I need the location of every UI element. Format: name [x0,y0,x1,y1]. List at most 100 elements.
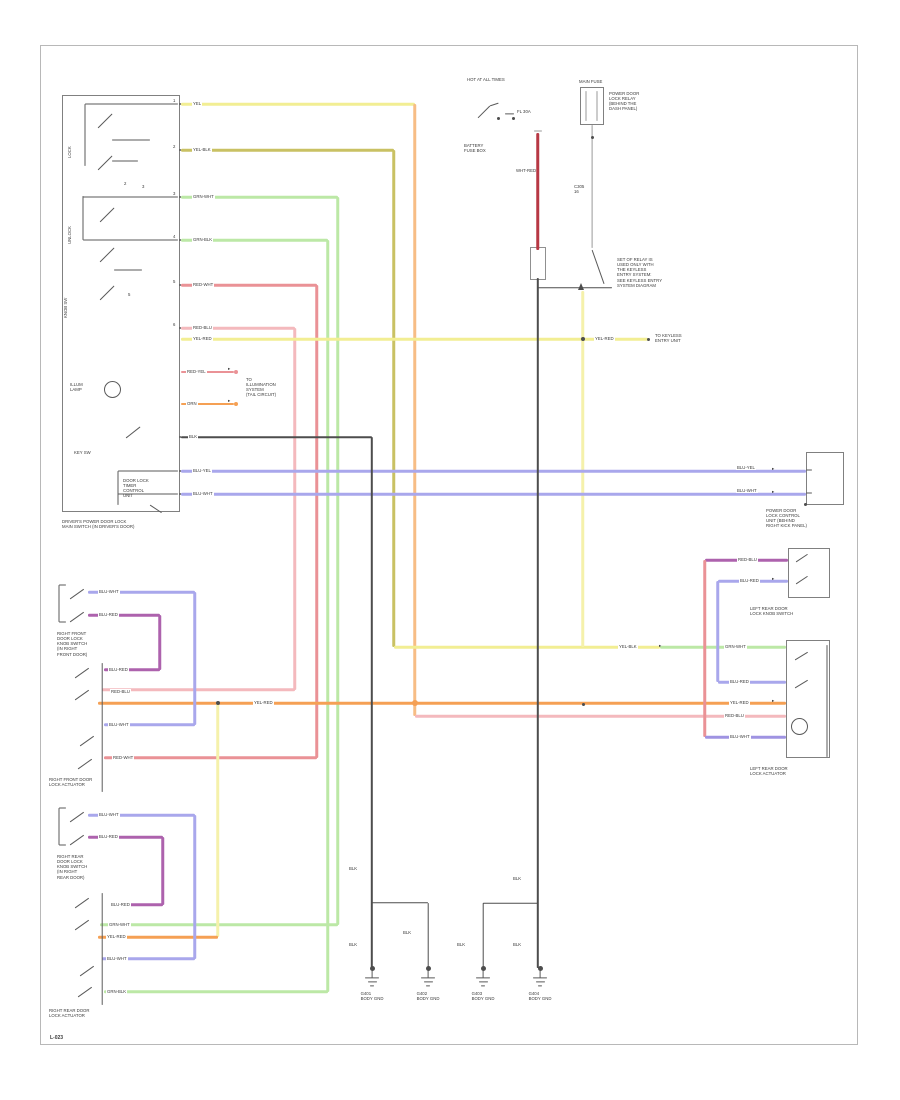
diagram-label: BLU-YEL [736,465,756,471]
diagram-label: BLK [512,876,523,882]
junction-dot [234,370,238,374]
diagram-label: BLK [456,942,467,948]
wire [415,714,786,718]
junction-arrow-icon [578,283,584,290]
diagram-label: BLU-WHT [192,491,214,497]
diagram-label: BLU-YEL [192,468,212,474]
diagram-label: RIGHT FRONT DOOR LOCK ACTUATOR [49,777,93,788]
diagram-label: BATTERY FUSE BOX [464,143,486,154]
diagram-label: YEL-RED [253,700,274,706]
diagram-label: YEL-RED [192,336,213,342]
diagram-label: 3 [142,184,145,189]
diagram-label: 3 [173,191,176,196]
diagram-label: YEL [192,101,203,107]
wire [326,240,330,992]
wire [98,935,218,939]
diagram-label: FL 30A [516,109,532,115]
diagram-label: KNOB SW [63,297,68,318]
diagram-label: BLU-WHT [98,589,120,595]
junction-dot [480,965,486,971]
diagram-label: G404 BODY GND [528,991,552,1002]
diagram-label: ▸ [772,576,775,581]
wire [482,903,484,968]
diagram-label: BLU-RED [98,834,119,840]
wire [181,195,338,199]
wire [394,645,660,649]
diagram-label: BLK [188,434,199,440]
component-glyph [596,91,598,121]
component-glyph [534,130,542,132]
component-glyph [533,977,547,979]
wire [88,835,163,839]
component-glyph [423,981,433,983]
junction-dot [178,492,182,496]
wire [538,287,612,289]
diagram-label: GRN-BLK [192,237,214,243]
junction-dot [537,965,543,971]
wire [181,492,806,496]
component-glyph [118,470,178,472]
component-glyph [826,645,828,757]
junction-dot [178,238,182,242]
diagram-label: TO ILLUMINATION SYSTEM (TAIL CIRCUIT) [246,377,277,398]
junction-dot [581,337,585,341]
wire [181,469,806,473]
left-rear-actuator-box [786,640,830,758]
diagram-label: BLU-RED [739,578,760,584]
motor-icon [791,718,808,735]
diagram-label: RED-BLU [192,325,213,331]
component-glyph [82,196,84,240]
component-glyph [370,985,374,987]
wire [427,903,429,968]
wire [181,148,394,152]
diagram-label: RED-WHT [112,755,135,761]
wire [88,813,195,817]
junction-dot [178,148,182,152]
diagram-label: DOOR LOCK TIMER CONTROL UNIT [123,478,149,499]
diagram-label: 1 [173,98,176,103]
wire [181,283,317,287]
diagram-label: BLK [348,942,359,948]
diagram-label: GRN-WHT [724,644,747,650]
component-glyph [426,985,430,987]
component-glyph [421,977,435,979]
wire [372,902,428,904]
wire [181,326,295,330]
junction-dot [581,702,585,706]
diagram-label: SET OF RELAY IS USED ONLY WITH THE KEYLE… [617,257,663,288]
component-glyph [112,160,138,162]
component-glyph [85,103,178,105]
diagram-label: 6 [173,322,176,327]
diagram-label: ▸ [772,466,775,471]
left-rear-knob-switch-box [788,548,830,598]
diagram-label: YEL-RED [594,336,615,342]
component-glyph [538,985,542,987]
component-glyph [535,981,545,983]
junction-dot [511,116,515,120]
diagram-label: LEFT REAR DOOR LOCK ACTUATOR [750,766,788,777]
diagram-label: BLK [348,866,359,872]
page-code: L-023 [50,1035,64,1041]
diagram-label: BLU-WHT [106,956,128,962]
diagram-label: BLU-WHT [98,812,120,818]
component-glyph [118,493,178,495]
diagram-label: UNLOCK [67,226,72,244]
diagram-label: BLU-WHT [108,722,130,728]
diagram-label: ▸ [228,398,231,403]
diagram-label: LOCK [67,146,72,158]
junction-dot [803,502,807,506]
diagram-label: POWER DOOR LOCK CONTROL UNIT (BEHIND RIG… [766,508,807,529]
junction-dot [178,469,182,473]
door-lock-control-unit-box [806,452,844,505]
wire [181,238,328,242]
wire [716,581,720,682]
wire [181,102,415,106]
component-glyph [83,239,178,241]
component-glyph [114,269,142,271]
diagram-label: ▸ [659,643,662,648]
diagram-label: RIGHT REAR DOOR LOCK KNOB SWITCH (IN RIG… [57,854,88,880]
wire [371,437,373,968]
junction-dot [369,965,375,971]
component-glyph [367,981,377,983]
component-glyph [806,469,812,471]
